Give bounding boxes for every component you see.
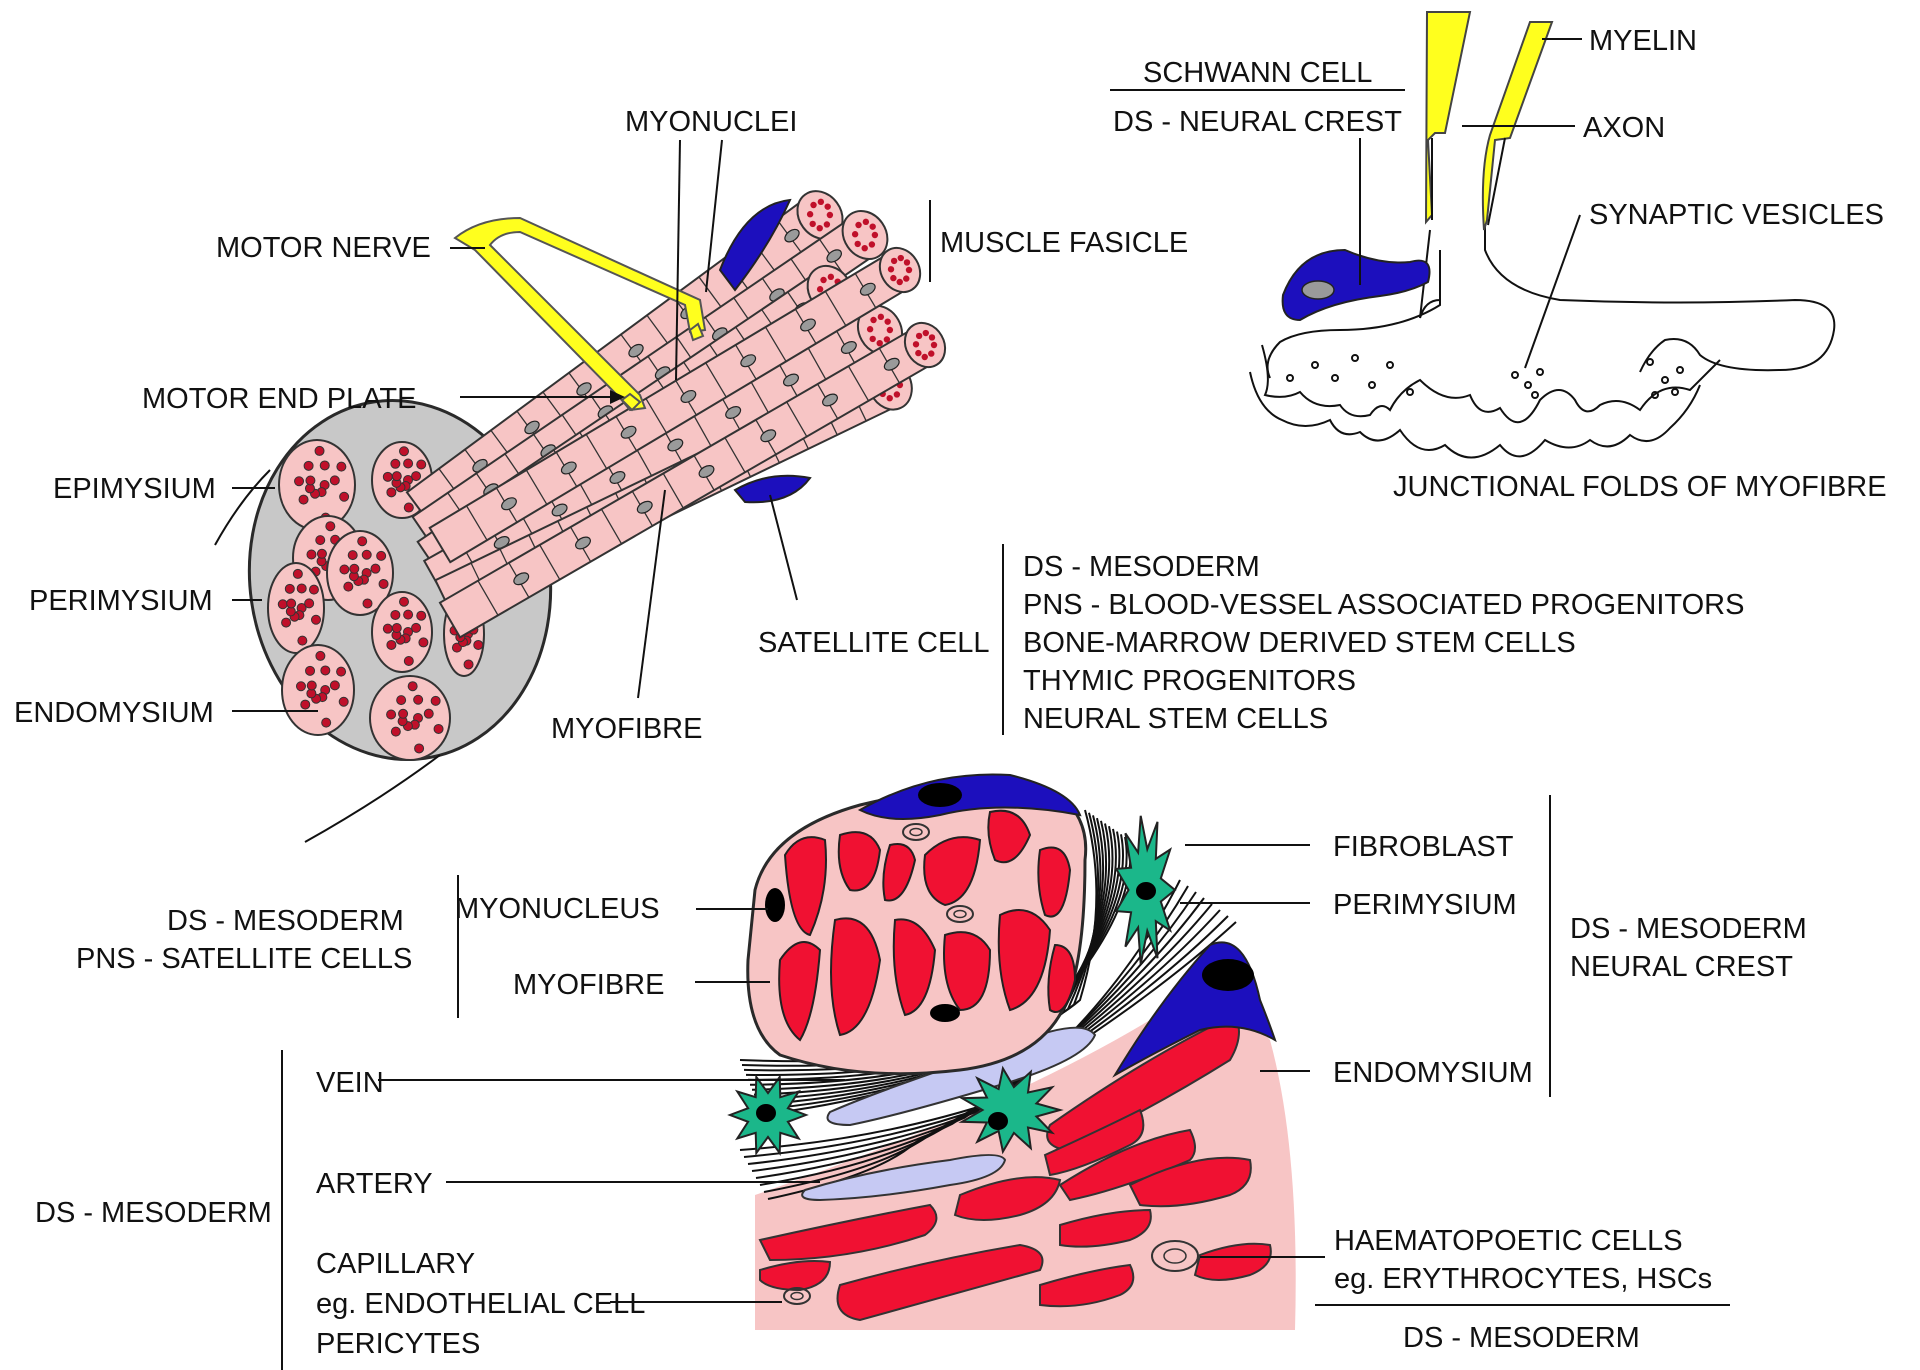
epimysium-label: EPIMYSIUM <box>53 473 216 505</box>
capillary-label: CAPILLARY <box>316 1248 475 1280</box>
satellite-origin-5: NEURAL STEM CELLS <box>1023 703 1328 735</box>
vessel-origin-label: DS - MESODERM <box>35 1197 272 1229</box>
satellite-origin-3: BONE-MARROW DERIVED STEM CELLS <box>1023 627 1576 659</box>
artery-label: ARTERY <box>316 1168 433 1200</box>
myofibre-label-top: MYOFIBRE <box>551 713 702 745</box>
fibroblast-label: FIBROBLAST <box>1333 831 1514 863</box>
vein-label: VEIN <box>316 1067 384 1099</box>
motor-end-plate-label: MOTOR END PLATE <box>142 383 416 415</box>
myonucleus-origin-2: PNS - SATELLITE CELLS <box>76 943 412 975</box>
haematopoetic-label: HAEMATOPOETIC CELLS <box>1334 1225 1683 1257</box>
axon-label: AXON <box>1583 112 1665 144</box>
myelin-label: MYELIN <box>1589 25 1697 57</box>
haematopoetic-example-label: eg. ERYTHROCYTES, HSCs <box>1334 1263 1712 1295</box>
schwann-origin-label: DS - NEURAL CREST <box>1113 106 1402 138</box>
haematopoetic-origin-label: DS - MESODERM <box>1403 1322 1640 1354</box>
myofibre-label-bottom: MYOFIBRE <box>513 969 664 1001</box>
tissue-cross-section-drawing <box>730 774 1296 1330</box>
muscle-fasicle-label: MUSCLE FASICLE <box>940 227 1188 259</box>
myonucleus-origin-1: DS - MESODERM <box>167 905 404 937</box>
fibroblast-origin-2: NEURAL CREST <box>1570 951 1793 983</box>
capillary-example-label: eg. ENDOTHELIAL CELL <box>316 1288 645 1320</box>
synaptic-vesicles-label: SYNAPTIC VESICLES <box>1589 199 1884 231</box>
junctional-folds-label: JUNCTIONAL FOLDS OF MYOFIBRE <box>1393 471 1887 503</box>
satellite-origin-2: PNS - BLOOD-VESSEL ASSOCIATED PROGENITOR… <box>1023 589 1744 621</box>
endomysium-label-top: ENDOMYSIUM <box>14 697 214 729</box>
perimysium-label-bottom: PERIMYSIUM <box>1333 889 1517 921</box>
motor-nerve-label: MOTOR NERVE <box>216 232 431 264</box>
myonucleus-label: MYONUCLEUS <box>455 893 660 925</box>
satellite-cell-label: SATELLITE CELL <box>758 627 990 659</box>
satellite-origin-1: DS - MESODERM <box>1023 551 1260 583</box>
endomysium-label-bottom: ENDOMYSIUM <box>1333 1057 1533 1089</box>
fibroblast-origin-1: DS - MESODERM <box>1570 913 1807 945</box>
myonuclei-label: MYONUCLEI <box>625 106 797 138</box>
satellite-origin-4: THYMIC PROGENITORS <box>1023 665 1356 697</box>
satellite-origins: DS - MESODERM PNS - BLOOD-VESSEL ASSOCIA… <box>1023 551 1744 735</box>
perimysium-label-top: PERIMYSIUM <box>29 585 213 617</box>
schwann-cell-label: SCHWANN CELL <box>1143 57 1372 89</box>
pericytes-label: PERICYTES <box>316 1328 480 1360</box>
